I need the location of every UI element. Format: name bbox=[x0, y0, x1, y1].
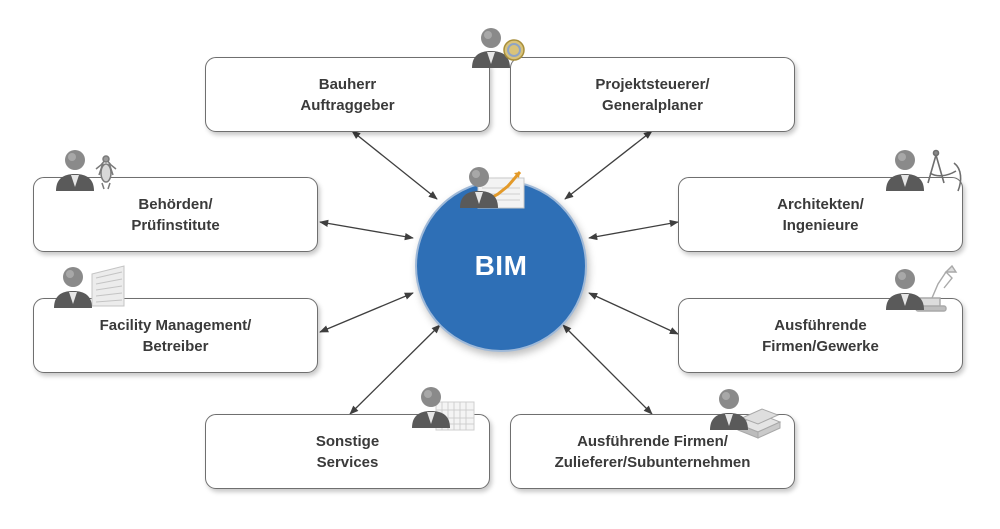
connector-arrow-bauherr bbox=[351, 130, 438, 200]
person-icon bbox=[56, 150, 94, 191]
person-icon bbox=[710, 389, 748, 430]
materials-stack-icon bbox=[736, 408, 782, 439]
person-icon bbox=[886, 150, 924, 191]
connector-arrow-zulieferer bbox=[562, 324, 653, 415]
node-projektsteuerer: Projektsteuerer/ Generalplaner bbox=[510, 57, 795, 132]
person-icon bbox=[412, 387, 450, 428]
node-label: Ausführende Firmen/ Zulieferer/Subuntern… bbox=[554, 432, 751, 471]
connector-arrow-facility bbox=[319, 292, 414, 333]
eagle-icon bbox=[95, 155, 117, 190]
connector-arrow-sonstige bbox=[349, 324, 441, 415]
node-label: Behörden/ Prüfinstitute bbox=[131, 195, 220, 234]
node-ausfuehrende-firmen: Ausführende Firmen/Gewerke bbox=[678, 298, 963, 373]
person-compass-icon bbox=[886, 149, 962, 192]
node-bauherr: Bauherr Auftraggeber bbox=[205, 57, 490, 132]
node-label: Projektsteuerer/ Generalplaner bbox=[595, 75, 710, 114]
person-coin-icon bbox=[472, 28, 525, 68]
person-icon bbox=[460, 167, 498, 208]
node-label: Facility Management/ Betreiber bbox=[99, 316, 252, 355]
node-sonstige-services: Sonstige Services bbox=[205, 414, 490, 489]
center-label: BIM bbox=[474, 250, 528, 281]
person-eagle-icon bbox=[56, 150, 117, 191]
person-chart-icon bbox=[460, 167, 525, 209]
node-label: Ausführende Firmen/Gewerke bbox=[762, 316, 879, 355]
person-grid-icon bbox=[412, 387, 475, 431]
building-icon bbox=[91, 265, 125, 307]
compass-icon bbox=[927, 149, 962, 192]
connector-arrow-behoerden bbox=[319, 219, 414, 241]
connector-arrow-projektsteuerer bbox=[564, 130, 653, 200]
connector-arrow-architekten bbox=[588, 219, 679, 241]
connector-arrow-ausfuehrende bbox=[588, 292, 679, 335]
person-materials-icon bbox=[710, 389, 782, 439]
person-icon bbox=[54, 267, 92, 308]
node-label: Architekten/ Ingenieure bbox=[777, 195, 864, 234]
person-excavator-icon bbox=[886, 264, 958, 312]
person-icon bbox=[886, 269, 924, 310]
bim-center-node: BIM bbox=[415, 180, 587, 352]
person-building-icon bbox=[54, 265, 125, 308]
node-behoerden: Behörden/ Prüfinstitute bbox=[33, 177, 318, 252]
node-facility-management: Facility Management/ Betreiber bbox=[33, 298, 318, 373]
node-zulieferer: Ausführende Firmen/ Zulieferer/Subuntern… bbox=[510, 414, 795, 489]
person-icon bbox=[472, 28, 510, 68]
node-label: Bauherr Auftraggeber bbox=[300, 75, 395, 114]
node-label: Sonstige Services bbox=[315, 432, 380, 471]
